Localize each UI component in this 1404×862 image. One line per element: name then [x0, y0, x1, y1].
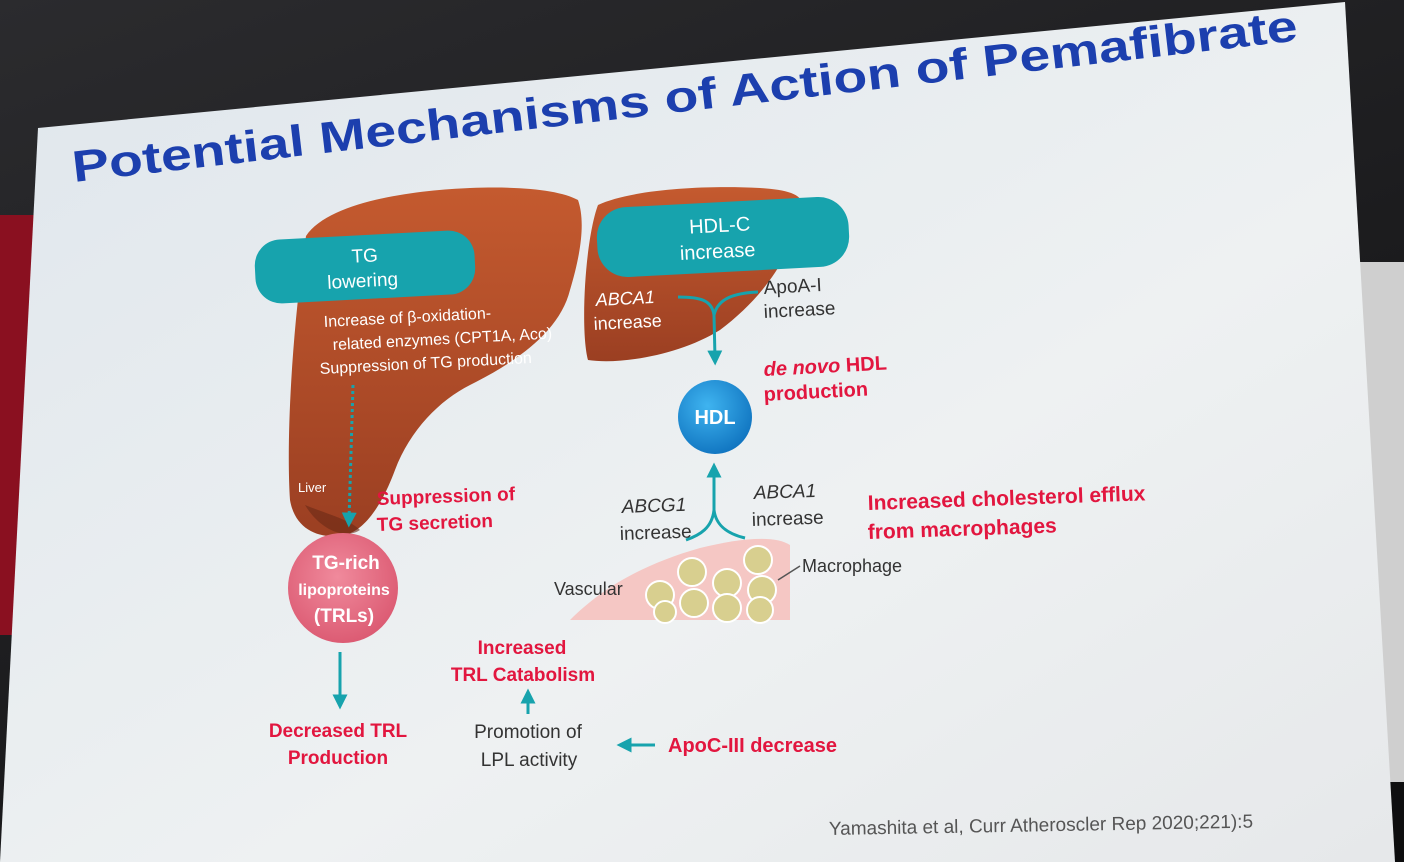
apoc3-label: ApoC-III decrease	[668, 735, 837, 757]
apoa1-increase: increase	[763, 298, 836, 323]
abcg1-label: ABCG1	[620, 495, 686, 518]
hdlc-badge-line2: increase	[679, 239, 756, 265]
de-novo-hdl-text: de novo HDL	[763, 353, 887, 381]
abca1-label: ABCA1	[752, 481, 816, 504]
merge-connector-bottom	[685, 509, 746, 542]
suppression-line2: TG secretion	[376, 511, 493, 536]
liver-abca1-increase: increase	[593, 310, 662, 334]
merge-connector-top	[677, 290, 759, 316]
tg-badge-line1: TG	[351, 245, 378, 267]
abca1-increase: increase	[751, 508, 824, 531]
lpl-line1: Promotion of	[474, 722, 582, 743]
suppression-line1: Suppression of	[376, 484, 516, 510]
macrophage-cell	[746, 596, 774, 624]
trl-circle	[288, 533, 398, 643]
macrophage-cell	[679, 588, 709, 618]
macrophage-cell	[677, 557, 707, 587]
vascular-label: Vascular	[554, 579, 623, 599]
arrow-liver-to-trl	[341, 384, 357, 528]
hdl-circle	[678, 380, 752, 454]
tg-lowering-badge	[254, 230, 476, 304]
trl-line3: (TRLs)	[314, 606, 374, 627]
catabolism-line1: Increased	[478, 638, 567, 659]
macrophage-cell	[743, 545, 773, 575]
decreased-line1: Decreased TRL	[269, 721, 408, 742]
tg-badge-line2: lowering	[327, 269, 399, 294]
liver-abca1-label: ABCA1	[594, 287, 655, 310]
trl-line1: TG-rich	[312, 553, 380, 574]
trl-line2: lipoproteins	[298, 582, 390, 599]
de-novo-production: production	[763, 379, 868, 406]
de-novo-hdl-word: HDL	[845, 353, 887, 377]
macrophage-pointer	[777, 565, 801, 581]
apoa1-label: ApoA-I	[763, 275, 822, 299]
lpl-line2: LPL activity	[481, 750, 578, 771]
abcg1-increase: increase	[619, 522, 692, 545]
hdl-circle-label: HDL	[694, 407, 735, 429]
macrophage-cell	[712, 593, 742, 623]
liver-label: Liver	[298, 480, 327, 495]
hdlc-badge-line1: HDL-C	[689, 213, 751, 238]
catabolism-line2: TRL Catabolism	[451, 665, 595, 686]
hdlc-increase-badge	[596, 196, 850, 278]
arrow-to-hdl	[707, 314, 723, 366]
de-novo-italic: de novo	[763, 355, 841, 381]
macrophage-cluster	[645, 545, 777, 624]
macrophage-label: Macrophage	[802, 556, 902, 576]
macrophage-cell	[712, 568, 742, 598]
macrophage-cell	[653, 600, 677, 624]
decreased-line2: Production	[288, 748, 388, 769]
